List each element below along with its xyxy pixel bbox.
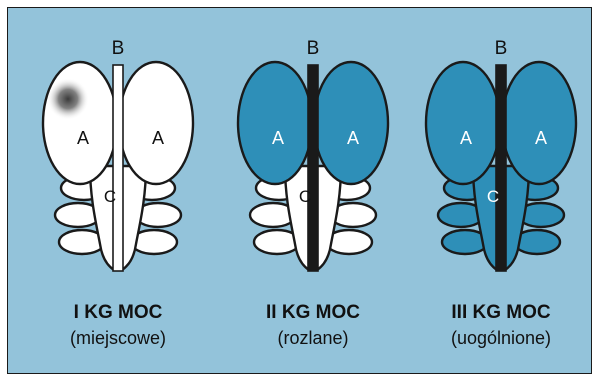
center-label: C: [104, 187, 116, 206]
right-lobe: [502, 62, 576, 184]
lobe-label-left: A: [77, 128, 89, 148]
stage-subtitle: (miejscowe): [70, 328, 166, 348]
right-lobe: [119, 62, 193, 184]
panels: B A A C I KG MOC (miejscowe) B A A C II KG MOC (roz…: [43, 38, 576, 348]
stage-title: I KG MOC: [74, 302, 163, 323]
lesion-spot: [47, 78, 89, 120]
central-bar: [496, 65, 506, 271]
stage-subtitle: (uogólnione): [451, 328, 551, 348]
lobe-label-left: A: [272, 128, 284, 148]
stage-subtitle: (rozlane): [277, 328, 348, 348]
top-label: B: [307, 38, 320, 59]
left-lobe: [426, 62, 500, 184]
lobe-label-right: A: [535, 128, 547, 148]
figure-frame: B A A C I KG MOC (miejscowe) B A A C II KG MOC (roz…: [7, 7, 592, 374]
lobe-label-right: A: [347, 128, 359, 148]
top-label: B: [112, 38, 125, 59]
stage-title: II KG MOC: [266, 302, 360, 323]
center-label: C: [487, 187, 499, 206]
stage-title: III KG MOC: [451, 302, 551, 323]
central-bar: [308, 65, 318, 271]
lobe-label-left: A: [460, 128, 472, 148]
top-label: B: [495, 38, 508, 59]
left-lobe: [238, 62, 312, 184]
right-lobe: [314, 62, 388, 184]
left-lobe: [43, 62, 117, 184]
central-bar: [113, 65, 123, 271]
lobe-label-right: A: [152, 128, 164, 148]
diagram-canvas: B A A C I KG MOC (miejscowe) B A A C II KG MOC (roz…: [8, 8, 592, 374]
center-label: C: [299, 187, 311, 206]
